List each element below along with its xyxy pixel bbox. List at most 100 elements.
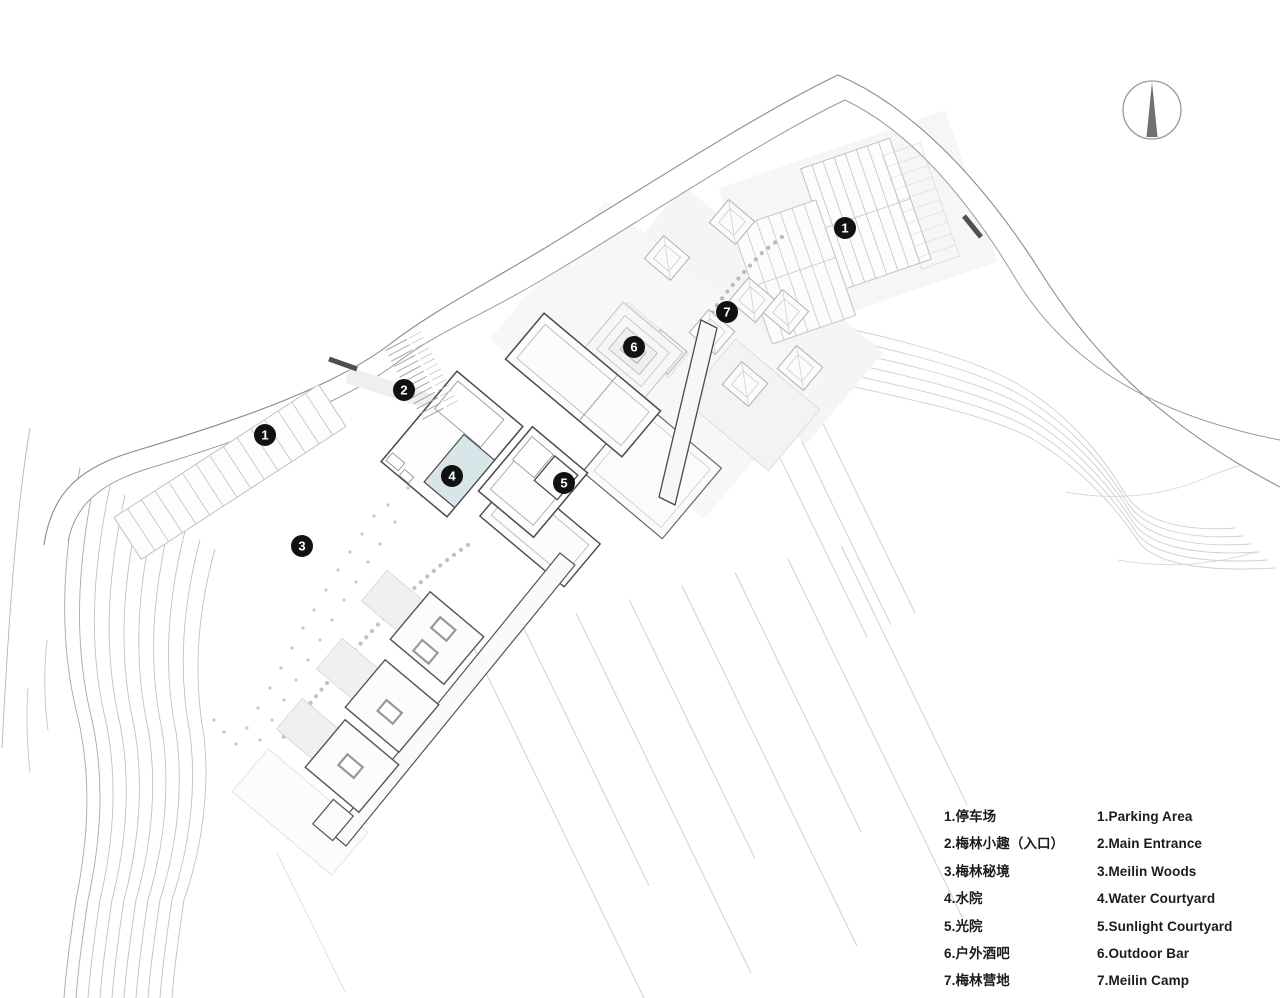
tree-dot bbox=[234, 742, 238, 746]
terrace-line bbox=[469, 639, 645, 998]
tree-dot bbox=[393, 520, 397, 524]
legend-label-zh: 3.梅林秘境 bbox=[944, 863, 1010, 879]
contour-line bbox=[26, 687, 31, 773]
marker-meilin-woods: 3 bbox=[291, 535, 313, 557]
parking-stall-line bbox=[154, 490, 183, 533]
tent-inner bbox=[785, 354, 815, 382]
contour-line bbox=[63, 467, 88, 998]
legend-label-en: 1.Parking Area bbox=[1097, 809, 1193, 824]
elevated-walkway bbox=[658, 319, 718, 506]
stair-rung bbox=[423, 357, 436, 365]
stair-rung bbox=[410, 386, 433, 399]
tree-dot bbox=[212, 718, 216, 722]
legend-label-zh: 7.梅林营地 bbox=[944, 973, 1010, 989]
legend-label-zh: 2.梅林小趣（入口） bbox=[944, 836, 1065, 852]
cabin-outline bbox=[389, 590, 485, 686]
contour-line bbox=[87, 485, 114, 998]
contour-lines-left bbox=[1, 427, 216, 998]
marker-number: 7 bbox=[723, 305, 730, 320]
contour-line bbox=[171, 548, 216, 998]
legend-label-zh: 5.光院 bbox=[944, 918, 983, 934]
plan-markers: 1 1 2 3 4 5 6 7 bbox=[254, 217, 856, 557]
court-room bbox=[511, 436, 554, 479]
north-hall-divider bbox=[578, 374, 618, 422]
contour-line bbox=[767, 311, 1236, 530]
contour-line bbox=[1, 427, 31, 749]
legend-label-zh: 6.户外酒吧 bbox=[944, 945, 1010, 961]
stair-rung bbox=[445, 400, 458, 408]
contour-line bbox=[775, 324, 1244, 538]
courtyard-outline bbox=[477, 425, 589, 539]
cabin-foot bbox=[311, 798, 355, 842]
legend-label-en: 6.Outdoor Bar bbox=[1097, 945, 1190, 961]
marker-circle bbox=[291, 535, 313, 557]
parking-stall-line bbox=[236, 437, 265, 480]
stair-rung bbox=[422, 407, 444, 420]
parking-stall-line bbox=[305, 392, 334, 436]
marker-sunlight-courtyard: 5 bbox=[553, 472, 575, 494]
road-outer-edge bbox=[43, 74, 1280, 546]
stair-rung bbox=[426, 363, 439, 371]
tree-dot bbox=[354, 580, 358, 584]
parking-stall-line bbox=[141, 499, 169, 542]
tree-dot bbox=[312, 608, 316, 612]
parking-lot-top-east-faint bbox=[882, 142, 960, 270]
guest-cabin bbox=[389, 590, 485, 686]
marker-circle bbox=[553, 472, 575, 494]
camp-tent bbox=[708, 198, 756, 246]
marker-circle bbox=[441, 465, 463, 487]
guest-cabin bbox=[344, 658, 440, 754]
bar-ring bbox=[596, 314, 670, 388]
terrace-line bbox=[840, 545, 968, 805]
marker-parking-area-left: 1 bbox=[254, 424, 276, 446]
gate-bar-east bbox=[962, 214, 983, 239]
parking-stall-line bbox=[890, 165, 929, 179]
road-surface bbox=[44, 75, 1280, 545]
marker-meilin-camp: 7 bbox=[716, 301, 738, 323]
marker-main-entrance: 2 bbox=[393, 379, 415, 401]
legend-label-en: 3.Meilin Woods bbox=[1097, 863, 1197, 879]
east-terrace bbox=[683, 338, 821, 472]
tree-dot bbox=[294, 678, 298, 682]
south-terrace bbox=[231, 748, 369, 876]
stair-rung bbox=[431, 373, 444, 381]
marker-water-courtyard: 4 bbox=[441, 465, 463, 487]
marker-circle bbox=[623, 336, 645, 358]
north-hall-roof bbox=[516, 323, 650, 447]
tree-dot bbox=[342, 598, 346, 602]
tent-ridge bbox=[748, 277, 756, 323]
stair-rung bbox=[437, 384, 450, 392]
stair-rung bbox=[414, 342, 427, 349]
terrace-edge-line bbox=[276, 852, 346, 993]
tent-inner bbox=[771, 298, 801, 326]
parking-lot-left bbox=[113, 383, 347, 561]
contour-line bbox=[111, 503, 141, 998]
contour-line bbox=[1064, 459, 1263, 497]
stair-rung bbox=[417, 347, 430, 355]
stair-rung bbox=[393, 354, 416, 367]
skylight bbox=[375, 698, 404, 726]
tree-dot bbox=[256, 706, 260, 710]
legend-label-zh: 4.水院 bbox=[944, 891, 983, 907]
tent-ridge bbox=[663, 235, 671, 281]
tent-ridge bbox=[741, 361, 749, 407]
tree-dot bbox=[301, 626, 305, 630]
camp-tent bbox=[721, 360, 769, 408]
tent-inner bbox=[717, 208, 747, 236]
tent-ridge bbox=[796, 345, 804, 391]
contour-line bbox=[123, 512, 156, 998]
parking-lot-left-outline bbox=[113, 383, 347, 561]
contour-line bbox=[135, 521, 171, 998]
terrace-line bbox=[628, 599, 756, 859]
tree-dot bbox=[336, 568, 340, 572]
camp-tent bbox=[776, 344, 824, 392]
stair-rung bbox=[416, 397, 439, 410]
terrace-line bbox=[787, 558, 964, 920]
tree-dot bbox=[306, 658, 310, 662]
legend: 1.停车场 1.Parking Area 2.梅林小趣（入口） 2.Main E… bbox=[944, 803, 1233, 995]
stair-rung bbox=[409, 331, 422, 339]
legend-label-en: 7.Meilin Camp bbox=[1097, 973, 1190, 989]
tree-dot bbox=[290, 646, 294, 650]
tree-dot bbox=[406, 486, 410, 490]
